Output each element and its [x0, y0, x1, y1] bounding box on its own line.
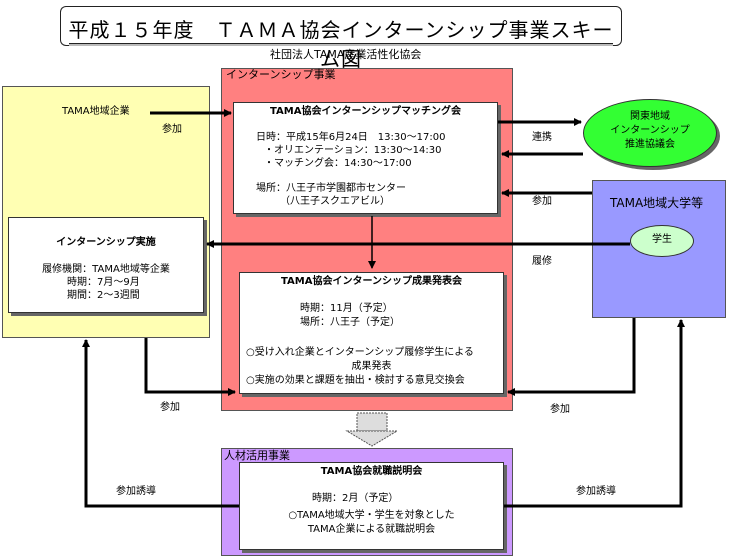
- organizer-label: 社団法人TAMA産業活性化協会: [270, 48, 422, 61]
- jobfair-title: TAMA協会就職説明会: [320, 466, 423, 477]
- kanto-council-ellipse: 関東地域 インターンシップ 推進協議会: [583, 99, 717, 167]
- arrow-jobfair-to-companies: [82, 339, 239, 508]
- guide-right-label: 参加誘導: [576, 486, 616, 497]
- implementation-host: 履修機関：TAMA地域等企業: [42, 264, 170, 275]
- internship-program-label: インターンシップ事業: [226, 68, 336, 81]
- implementation-duration: 期間：2～3週間: [67, 290, 140, 301]
- matching-date: 日時：平成15年6月24日 13:30～17:00: [256, 132, 446, 143]
- kanto-line2: インターンシップ: [610, 125, 690, 136]
- kanto-line1: 関東地域: [630, 111, 670, 122]
- jobfair-line1: ○TAMA地域大学・学生を対象とした: [288, 510, 455, 521]
- matching-title: TAMA協会インターンシップマッチング会: [270, 106, 461, 117]
- results-presentation-box: TAMA協会インターンシップ成果発表会 時期：11月（予定） 場所：八王子（予定…: [239, 272, 504, 394]
- hr-program-label: 人材活用事業: [224, 449, 290, 462]
- results-time: 時期：11月（予定）: [300, 303, 393, 314]
- arrow-companies-to-results: [144, 338, 236, 396]
- matching-place: 場所：八王子市学園都市センター: [256, 183, 406, 194]
- university-participate-label: 参加: [532, 196, 552, 207]
- arrow-jobfair-to-university: [504, 319, 685, 508]
- course-label: 履修: [532, 256, 552, 267]
- student-label: 学生: [652, 234, 672, 245]
- implementation-title: インターンシップ実施: [56, 237, 156, 248]
- results-item2: ○実施の効果と課題を抽出・検討する意見交換会: [246, 375, 465, 386]
- job-fair-box: TAMA協会就職説明会 時期：2月（予定） ○TAMA地域大学・学生を対象とした…: [239, 462, 504, 550]
- matching-event-box: TAMA協会インターンシップマッチング会 日時：平成15年6月24日 13:30…: [233, 102, 498, 214]
- results-title: TAMA協会インターンシップ成果発表会: [281, 276, 462, 287]
- university-label: TAMA地域大学等: [610, 196, 704, 210]
- bottom-left-participate-label: 参加: [160, 402, 180, 413]
- guide-left-label: 参加誘導: [116, 486, 156, 497]
- student-ellipse: 学生: [630, 225, 694, 257]
- cooperation-label: 連携: [532, 132, 552, 143]
- title-banner: 平成１５年度 ＴＡＭＡ協会インターンシップ事業スキーム図: [60, 6, 622, 71]
- arrow-university-to-results: [507, 318, 636, 396]
- implementation-period: 時期：7月～9月: [67, 277, 140, 288]
- results-item1-cont: 成果発表: [351, 361, 392, 372]
- scroll-curl-right: [613, 6, 622, 46]
- internship-implementation-box: インターンシップ実施 履修機関：TAMA地域等企業 時期：7月～9月 期間：2～…: [8, 217, 204, 313]
- results-place: 場所：八王子（予定）: [300, 317, 400, 328]
- scroll-curl-left: [60, 6, 69, 46]
- jobfair-time: 時期：2月（予定）: [312, 493, 399, 504]
- companies-participate-label: 参加: [162, 124, 182, 135]
- matching-orientation: ・オリエンテーション：13:30～14:30: [264, 145, 442, 156]
- results-item1: ○受け入れ企業とインターンシップ履修学生による: [246, 347, 474, 358]
- companies-label: TAMA地域企業: [62, 106, 130, 117]
- matching-session: ・マッチング会：14:30～17:00: [264, 158, 412, 169]
- matching-place-sub: （八王子スクエアビル）: [280, 196, 390, 207]
- page-title: 平成１５年度 ＴＡＭＡ協会インターンシップ事業スキーム図: [68, 18, 614, 71]
- bottom-right-participate-label: 参加: [550, 404, 570, 415]
- hatched-transfer-arrow: [345, 412, 399, 447]
- jobfair-line2: TAMA企業による就職説明会: [307, 524, 436, 535]
- kanto-line3: 推進協議会: [625, 139, 675, 150]
